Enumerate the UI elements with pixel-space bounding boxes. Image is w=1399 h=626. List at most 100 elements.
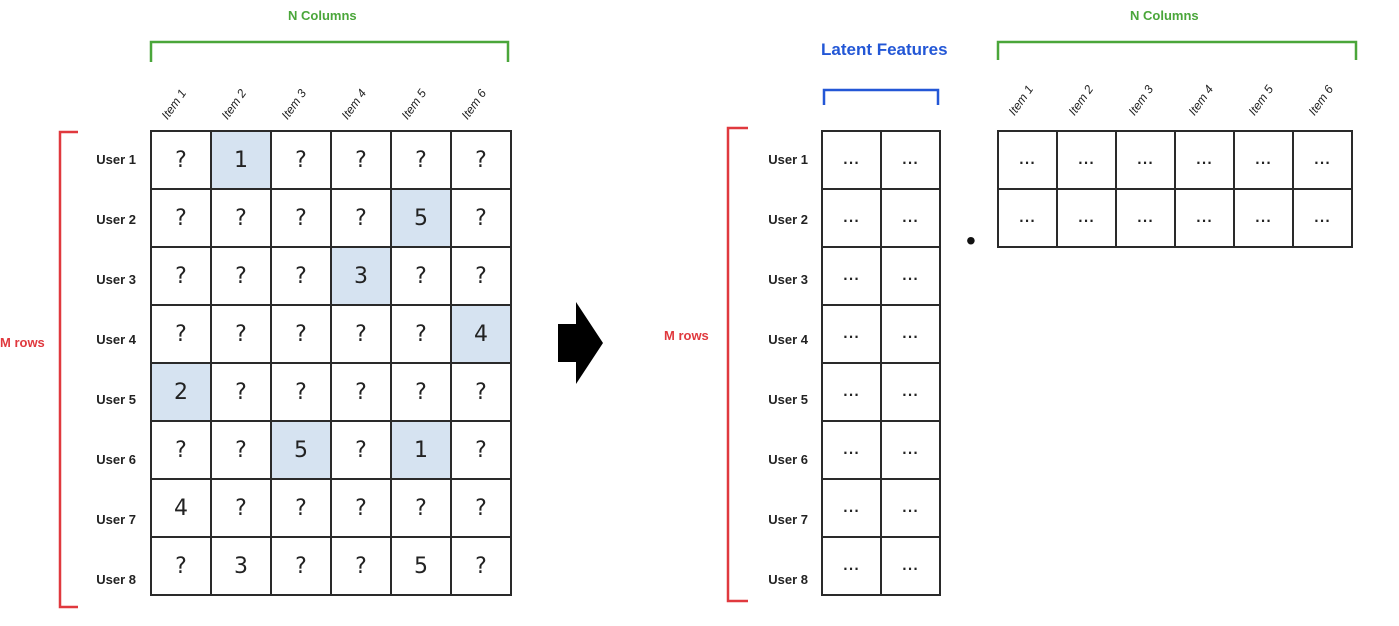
user-factor-cell: ... [880,420,941,480]
left-user-label: User 3 [96,272,136,287]
user-factor-row: ...... [821,188,941,248]
user-factor-cell: ... [880,478,941,538]
rating-cell: ? [150,420,212,480]
ratings-row: ???3?? [150,246,512,306]
rating-cell: ? [150,304,212,364]
user-factor-cell: ... [821,130,882,190]
rating-cell: ? [270,246,332,306]
item-factor-cell: ... [1056,130,1117,190]
right-rows-label: M rows [664,328,709,343]
rating-cell: ? [390,478,452,538]
rating-cell: ? [150,246,212,306]
rating-cell: ? [330,188,392,248]
user-factor-row: ...... [821,420,941,480]
item-factor-row: .................. [997,188,1353,248]
rating-cell: ? [210,188,272,248]
item-factor-cell: ... [1292,188,1353,248]
right-columns-label: N Columns [1130,8,1199,23]
rating-cell: 5 [390,536,452,596]
user-factor-cell: ... [880,536,941,596]
rating-cell: ? [390,304,452,364]
user-factor-cell: ... [821,536,882,596]
rating-cell: ? [210,478,272,538]
dot-product-symbol: • [966,225,976,256]
right-user-label: User 7 [768,512,808,527]
left-rows-label: M rows [0,335,45,350]
item-factor-cell: ... [1056,188,1117,248]
item-factor-cell: ... [1233,188,1294,248]
user-factor-cell: ... [880,362,941,422]
rating-cell: ? [210,362,272,422]
left-columns-label: N Columns [288,8,357,23]
rating-cell: ? [150,188,212,248]
ratings-row: ?1???? [150,130,512,190]
user-factor-cell: ... [821,362,882,422]
rating-cell: ? [330,420,392,480]
left-user-label: User 7 [96,512,136,527]
rating-cell: ? [150,130,212,190]
user-factor-row: ...... [821,246,941,306]
rating-cell: 5 [390,188,452,248]
latent-features-brace [822,88,940,105]
rating-cell: ? [330,304,392,364]
item-factor-row: .................. [997,130,1353,190]
left-user-label: User 2 [96,212,136,227]
user-factor-cell: ... [880,246,941,306]
rating-cell: 3 [210,536,272,596]
right-columns-brace [996,40,1358,60]
ratings-row: ?????4 [150,304,512,364]
rating-cell: ? [450,188,512,248]
item-factor-cell: ... [1115,188,1176,248]
rating-cell: ? [270,188,332,248]
rating-cell: 4 [150,478,212,538]
ratings-row: ?3??5? [150,536,512,596]
right-user-label: User 3 [768,272,808,287]
item-factors-matrix: .................................... [997,130,1353,248]
item-factor-cell: ... [1174,188,1235,248]
rating-cell: 1 [390,420,452,480]
right-user-label: User 2 [768,212,808,227]
rating-cell: ? [270,130,332,190]
item-factor-cell: ... [997,130,1058,190]
left-user-label: User 6 [96,452,136,467]
user-factor-row: ...... [821,362,941,422]
transform-arrow [558,302,603,384]
rating-cell: ? [390,130,452,190]
rating-cell: ? [330,130,392,190]
rating-cell: 4 [450,304,512,364]
rating-cell: ? [450,246,512,306]
left-columns-brace [149,40,510,62]
right-user-label: User 8 [768,572,808,587]
left-user-label: User 8 [96,572,136,587]
rating-cell: 5 [270,420,332,480]
user-factor-row: ...... [821,130,941,190]
rating-cell: ? [450,536,512,596]
rating-cell: 1 [210,130,272,190]
rating-cell: ? [450,362,512,422]
right-user-label: User 4 [768,332,808,347]
user-factor-cell: ... [821,420,882,480]
user-factors-matrix: ........................................… [821,130,941,596]
user-factor-cell: ... [880,130,941,190]
user-factor-row: ...... [821,478,941,538]
item-factor-cell: ... [1292,130,1353,190]
ratings-row: ????5? [150,188,512,248]
rating-cell: 3 [330,246,392,306]
ratings-row: 4????? [150,478,512,538]
user-factor-row: ...... [821,304,941,364]
user-factor-cell: ... [821,246,882,306]
rating-cell: 2 [150,362,212,422]
latent-features-label: Latent Features [821,40,948,59]
rating-cell: ? [390,362,452,422]
rating-cell: ? [330,478,392,538]
right-user-label: User 5 [768,392,808,407]
rating-cell: ? [330,536,392,596]
rating-cell: ? [330,362,392,422]
ratings-row: ??5?1? [150,420,512,480]
rating-cell: ? [210,246,272,306]
rating-cell: ? [270,304,332,364]
right-rows-brace [726,126,748,603]
rating-cell: ? [390,246,452,306]
user-factor-cell: ... [880,304,941,364]
